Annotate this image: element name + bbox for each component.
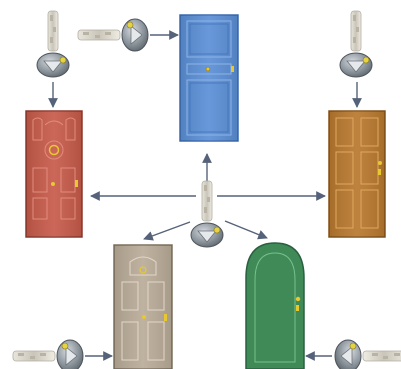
orange-door-knob [378,161,382,165]
red-door [26,111,82,237]
arrow-center-to-green-door [225,221,267,238]
green-door-knob [296,297,300,301]
arrow-center-to-beige-door [144,222,190,239]
blue-door [180,15,238,141]
blue-door-knob [206,67,210,71]
center-key [191,181,223,247]
bottom-right-key [335,340,401,369]
green-door [246,243,304,369]
beige-door [114,245,172,369]
orange-door [329,111,385,237]
bottom-left-key [13,340,83,369]
beige-door-knob [142,315,146,319]
top-left-key [37,11,69,77]
red-door-knob [51,182,55,186]
top-right-key [340,11,372,77]
top-middle-key [78,19,148,51]
